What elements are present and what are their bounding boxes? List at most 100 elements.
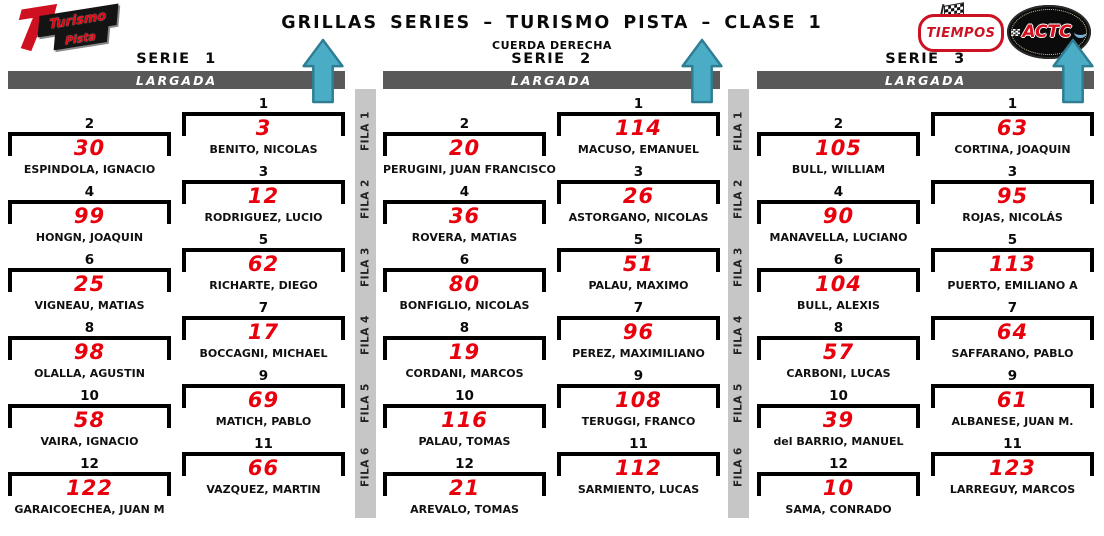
grid-position: 7 bbox=[633, 300, 644, 316]
driver-name: PEREZ, MAXIMILIANO bbox=[572, 347, 705, 360]
grid-position: 10 bbox=[455, 388, 474, 404]
serie-3-title: SERIE 3 bbox=[885, 51, 966, 67]
grid-box: 116 bbox=[383, 404, 546, 433]
grid-cell: 12 122 GARAICOECHEA, JUAN M bbox=[8, 456, 171, 516]
grid-position: 11 bbox=[254, 436, 273, 452]
driver-name: PERUGINI, JUAN FRANCISCO bbox=[383, 163, 556, 176]
car-number: 80 bbox=[448, 272, 481, 296]
grid-position: 4 bbox=[459, 184, 470, 200]
grid-box: 114 bbox=[557, 112, 720, 141]
driver-name: CORDANI, MARCOS bbox=[405, 367, 524, 380]
grid-position: 10 bbox=[829, 388, 848, 404]
actc-dotted-ring bbox=[1011, 9, 1087, 55]
driver-name: SARMIENTO, LUCAS bbox=[577, 483, 700, 496]
grid-box: 66 bbox=[182, 452, 345, 481]
fila-label: FILA 1 bbox=[359, 111, 372, 151]
grid-position: 2 bbox=[833, 116, 844, 132]
up-arrow-icon bbox=[302, 38, 344, 104]
car-number: 105 bbox=[815, 136, 862, 160]
car-number: 20 bbox=[448, 136, 481, 160]
grid-position: 3 bbox=[1007, 164, 1018, 180]
driver-name: BENITO, NICOLAS bbox=[209, 143, 318, 156]
car-number: 114 bbox=[615, 116, 662, 140]
grid-position: 12 bbox=[455, 456, 474, 472]
driver-name: AREVALO, TOMAS bbox=[410, 503, 519, 516]
grid-position: 7 bbox=[1007, 300, 1018, 316]
grid-cell: 12 21 AREVALO, TOMAS bbox=[383, 456, 546, 516]
grid-cell: 10 116 PALAU, TOMAS bbox=[383, 388, 546, 448]
grid-position: 11 bbox=[1003, 436, 1022, 452]
fila-label: FILA 5 bbox=[732, 383, 745, 423]
car-number: 108 bbox=[615, 388, 662, 412]
grid-position: 11 bbox=[629, 436, 648, 452]
grid-position: 5 bbox=[1007, 232, 1018, 248]
grid-position: 1 bbox=[1007, 96, 1018, 112]
grid-cell: 3 12 RODRIGUEZ, LUCIO bbox=[182, 164, 345, 224]
grid-box: 10 bbox=[757, 472, 920, 501]
car-number: 95 bbox=[996, 184, 1029, 208]
grid-box: 113 bbox=[931, 248, 1094, 277]
driver-name: CORTINA, JOAQUIN bbox=[954, 143, 1071, 156]
driver-name: ASTORGANO, NICOLAS bbox=[568, 211, 709, 224]
grid-cell: 9 69 MATICH, PABLO bbox=[182, 368, 345, 428]
grid-box: 63 bbox=[931, 112, 1094, 141]
fila-bar-1: FILA 1 FILA 2 FILA 3 FILA 4 FILA 5 FILA … bbox=[355, 89, 376, 518]
grid-box: 90 bbox=[757, 200, 920, 229]
grid-position: 10 bbox=[80, 388, 99, 404]
car-number: 36 bbox=[448, 204, 481, 228]
driver-name: ESPINDOLA, IGNACIO bbox=[23, 163, 156, 176]
grid-box: 58 bbox=[8, 404, 171, 433]
car-number: 64 bbox=[996, 320, 1029, 344]
driver-name: del BARRIO, MANUEL bbox=[773, 435, 904, 448]
driver-name: SAMA, CONRADO bbox=[785, 503, 892, 516]
tiempos-logo-text: TIEMPOS bbox=[926, 25, 996, 41]
car-number: 69 bbox=[247, 388, 280, 412]
grid-position: 8 bbox=[84, 320, 95, 336]
car-number: 58 bbox=[73, 408, 106, 432]
serie-3-section: SERIE 3 LARGADA 2 105 BULL, WILLIAM 4 90… bbox=[757, 0, 1094, 536]
driver-name: RODRIGUEZ, LUCIO bbox=[204, 211, 323, 224]
car-number: 51 bbox=[622, 252, 655, 276]
grid-cell: 6 25 VIGNEAU, MATIAS bbox=[8, 252, 171, 312]
driver-name: BULL, ALEXIS bbox=[797, 299, 880, 312]
car-number: 96 bbox=[622, 320, 655, 344]
grid-box: 17 bbox=[182, 316, 345, 345]
grid-box: 104 bbox=[757, 268, 920, 297]
car-number: 17 bbox=[247, 320, 280, 344]
car-number: 26 bbox=[622, 184, 655, 208]
driver-name: MANAVELLA, LUCIANO bbox=[769, 231, 908, 244]
car-number: 90 bbox=[822, 204, 855, 228]
serie-2-largada-bar: LARGADA bbox=[383, 71, 720, 89]
grid-cell: 4 90 MANAVELLA, LUCIANO bbox=[757, 184, 920, 244]
grid-box: 96 bbox=[557, 316, 720, 345]
grid-box: 105 bbox=[757, 132, 920, 161]
grid-cell: 7 17 BOCCAGNI, MICHAEL bbox=[182, 300, 345, 360]
car-number: 57 bbox=[822, 340, 855, 364]
car-number: 98 bbox=[73, 340, 106, 364]
grid-cell: 3 26 ASTORGANO, NICOLAS bbox=[557, 164, 720, 224]
page-subtitle: CUERDA DERECHA bbox=[492, 39, 612, 52]
grid-box: 20 bbox=[383, 132, 546, 161]
driver-name: HONGN, JOAQUIN bbox=[35, 231, 144, 244]
driver-name: VAIRA, IGNACIO bbox=[40, 435, 139, 448]
fila-label: FILA 4 bbox=[359, 315, 372, 355]
car-number: 62 bbox=[247, 252, 280, 276]
grid-position: 3 bbox=[258, 164, 269, 180]
car-number: 10 bbox=[822, 476, 855, 500]
grid-box: 112 bbox=[557, 452, 720, 481]
grid-cell: 5 62 RICHARTE, DIEGO bbox=[182, 232, 345, 292]
grid-position: 9 bbox=[1007, 368, 1018, 384]
serie-2-right-column: 1 114 MACUSO, EMANUEL 3 26 ASTORGANO, NI… bbox=[557, 0, 720, 536]
grid-box: 25 bbox=[8, 268, 171, 297]
grid-box: 3 bbox=[182, 112, 345, 141]
grid-cell: 2 105 BULL, WILLIAM bbox=[757, 116, 920, 176]
driver-name: LARREGUY, MARCOS bbox=[949, 483, 1076, 496]
grid-box: 26 bbox=[557, 180, 720, 209]
grid-cell: 2 30 ESPINDOLA, IGNACIO bbox=[8, 116, 171, 176]
fila-bar-2: FILA 1 FILA 2 FILA 3 FILA 4 FILA 5 FILA … bbox=[728, 89, 749, 518]
serie-2-left-column: 2 20 PERUGINI, JUAN FRANCISCO 4 36 ROVER… bbox=[383, 0, 556, 536]
grid-position: 2 bbox=[459, 116, 470, 132]
driver-name: TERUGGI, FRANCO bbox=[581, 415, 696, 428]
up-arrow-icon bbox=[681, 38, 723, 104]
grid-box: 108 bbox=[557, 384, 720, 413]
